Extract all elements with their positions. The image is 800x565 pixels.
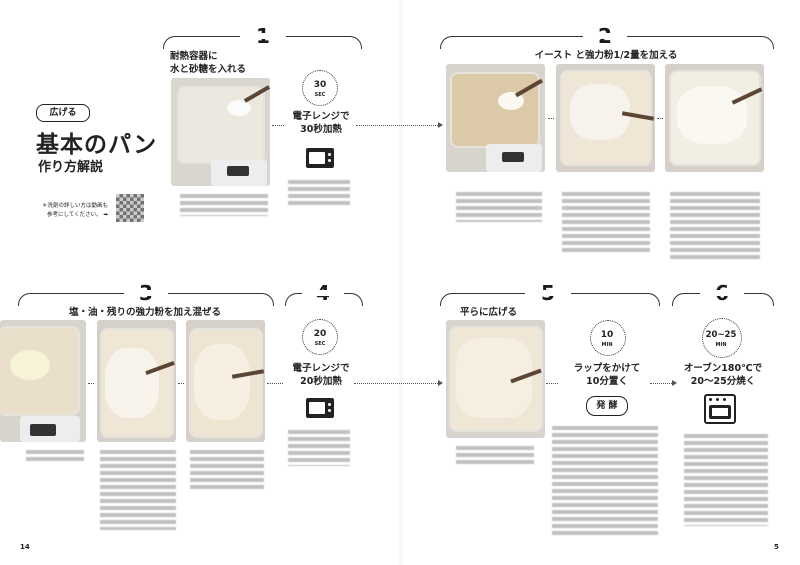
step-1-instruction: 電子レンジで 30秒加熱 xyxy=(292,111,350,135)
step-3-caption: 塩・油・残りの強力粉を加え混ぜる xyxy=(68,307,221,318)
video-note-line2: 参考にしてください。 ➡ xyxy=(46,212,108,218)
microwave-icon xyxy=(306,148,334,168)
step-2-photo-a xyxy=(446,64,545,172)
page-subtitle: 作り方解説 xyxy=(38,160,104,175)
timer-unit: MIN xyxy=(715,342,727,348)
step-2-photo-b xyxy=(556,64,655,172)
arrow-icon xyxy=(438,122,443,128)
page-title: 基本のパン xyxy=(36,132,158,158)
timer-unit: SEC xyxy=(314,92,326,98)
timer-unit: MIN xyxy=(601,342,613,348)
timer-icon xyxy=(302,319,338,355)
timer-value: 10 xyxy=(600,330,614,340)
timer-icon xyxy=(702,318,742,358)
step-3-photo-c xyxy=(186,320,265,442)
timer-value: 30 xyxy=(313,80,327,90)
qr-code[interactable] xyxy=(116,194,144,222)
timer-icon xyxy=(590,320,626,356)
page-gutter xyxy=(398,0,404,565)
step-6-instruction: オーブン180℃で 20～25分焼く xyxy=(683,363,763,387)
oven-icon xyxy=(704,394,736,424)
step-5-instruction: ラップをかけて 10分置く xyxy=(573,363,641,387)
step-2-caption: イースト と強力粉1/2量を加える xyxy=(534,50,678,61)
page-number-right: 5 xyxy=(774,543,779,551)
step-4-instruction: 電子レンジで 20秒加熱 xyxy=(292,363,350,387)
microwave-icon xyxy=(306,398,334,418)
video-note: ＊洗剤の詳しい方は動画も 参考にしてください。 ➡ xyxy=(40,202,108,220)
step-3-photo-b xyxy=(97,320,176,442)
step-3-photo-a xyxy=(0,320,86,442)
timer-value: 20 xyxy=(313,329,327,339)
timer-icon xyxy=(302,70,338,106)
step-1-photo xyxy=(171,78,270,186)
arrow-icon xyxy=(438,380,443,386)
title-badge: 広げる xyxy=(36,104,90,122)
timer-value: 20~25 xyxy=(705,330,737,340)
step-2-photo-c xyxy=(665,64,764,172)
step-1-caption: 耐熱容器に 水と砂糖を入れる xyxy=(170,51,247,75)
step-5-caption: 平らに広げる xyxy=(460,307,518,318)
timer-unit: SEC xyxy=(314,341,326,347)
step-5-photo xyxy=(446,320,545,438)
fermentation-badge: 発 酵 xyxy=(586,396,628,416)
page-number-left: 14 xyxy=(20,543,30,551)
arrow-icon xyxy=(672,380,677,386)
video-note-line1: ＊洗剤の詳しい方は動画も xyxy=(41,203,108,209)
